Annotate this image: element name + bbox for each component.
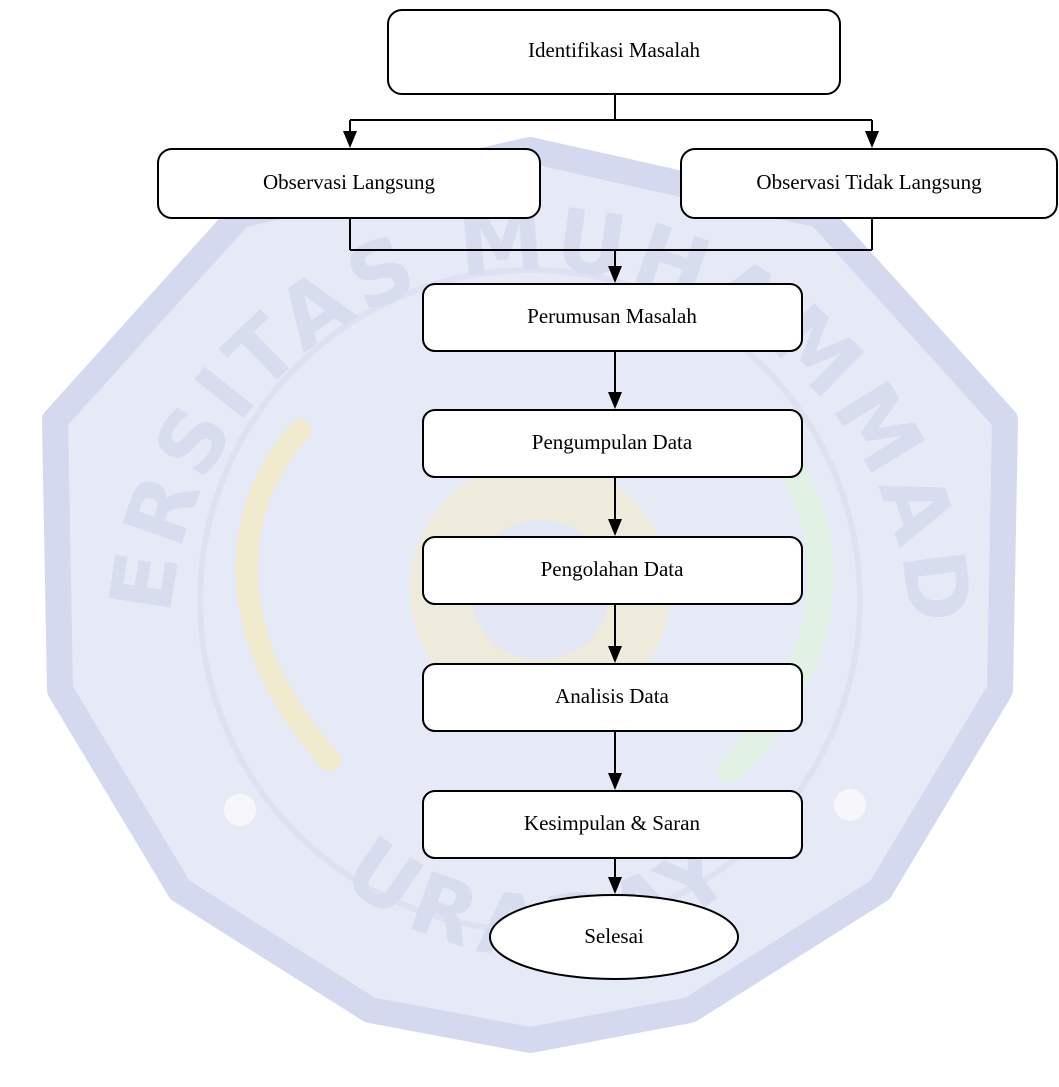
node-observasi-langsung-label: Observasi Langsung xyxy=(263,170,436,194)
node-selesai: Selesai xyxy=(489,894,739,980)
node-analisis-data-box xyxy=(422,663,803,732)
node-kesimpulan-saran-label: Kesimpulan & Saran xyxy=(524,811,701,835)
node-perumusan-masalah: Perumusan Masalah xyxy=(422,283,803,352)
node-kesimpulan-saran-box xyxy=(422,790,803,859)
node-observasi-langsung-box xyxy=(157,148,541,219)
arrowhead-to-pengolahan xyxy=(608,519,622,536)
arrowhead-to-selesai xyxy=(608,877,622,894)
node-identifikasi-masalah: Identifikasi Masalah xyxy=(387,9,841,95)
node-pengolahan-data: Pengolahan Data xyxy=(422,536,803,605)
node-pengumpulan-data-label: Pengumpulan Data xyxy=(532,430,693,454)
node-selesai-ellipse xyxy=(489,894,739,980)
node-observasi-tidak-langsung-label: Observasi Tidak Langsung xyxy=(756,170,982,194)
node-pengumpulan-data: Pengumpulan Data xyxy=(422,409,803,478)
node-selesai-label: Selesai xyxy=(584,924,644,948)
node-observasi-tidak-langsung: Observasi Tidak Langsung xyxy=(680,148,1058,219)
node-pengumpulan-data-box xyxy=(422,409,803,478)
seal-left-branch xyxy=(235,419,341,771)
seal-right-dot xyxy=(834,789,866,821)
arrowhead-to-pengumpulan xyxy=(608,392,622,409)
arrowhead-to-observasi-tidak-langsung xyxy=(865,131,879,148)
node-observasi-tidak-langsung-box xyxy=(680,148,1058,219)
node-kesimpulan-saran: Kesimpulan & Saran xyxy=(422,790,803,859)
node-pengolahan-data-label: Pengolahan Data xyxy=(541,557,685,581)
node-identifikasi-masalah-label: Identifikasi Masalah xyxy=(528,38,701,62)
node-analisis-data-label: Analisis Data xyxy=(555,684,669,708)
seal-left-dot xyxy=(224,794,256,826)
flow-connectors xyxy=(343,94,879,894)
node-perumusan-masalah-label: Perumusan Masalah xyxy=(527,304,697,328)
node-identifikasi-masalah-box xyxy=(387,9,841,95)
arrowhead-to-analisis xyxy=(608,646,622,663)
node-analisis-data: Analisis Data xyxy=(422,663,803,732)
arrowhead-to-kesimpulan xyxy=(608,773,622,790)
node-pengolahan-data-box xyxy=(422,536,803,605)
node-perumusan-masalah-box xyxy=(422,283,803,352)
arrowhead-to-perumusan xyxy=(608,266,622,283)
arrowhead-to-observasi-langsung xyxy=(343,131,357,148)
node-observasi-langsung: Observasi Langsung xyxy=(157,148,541,219)
